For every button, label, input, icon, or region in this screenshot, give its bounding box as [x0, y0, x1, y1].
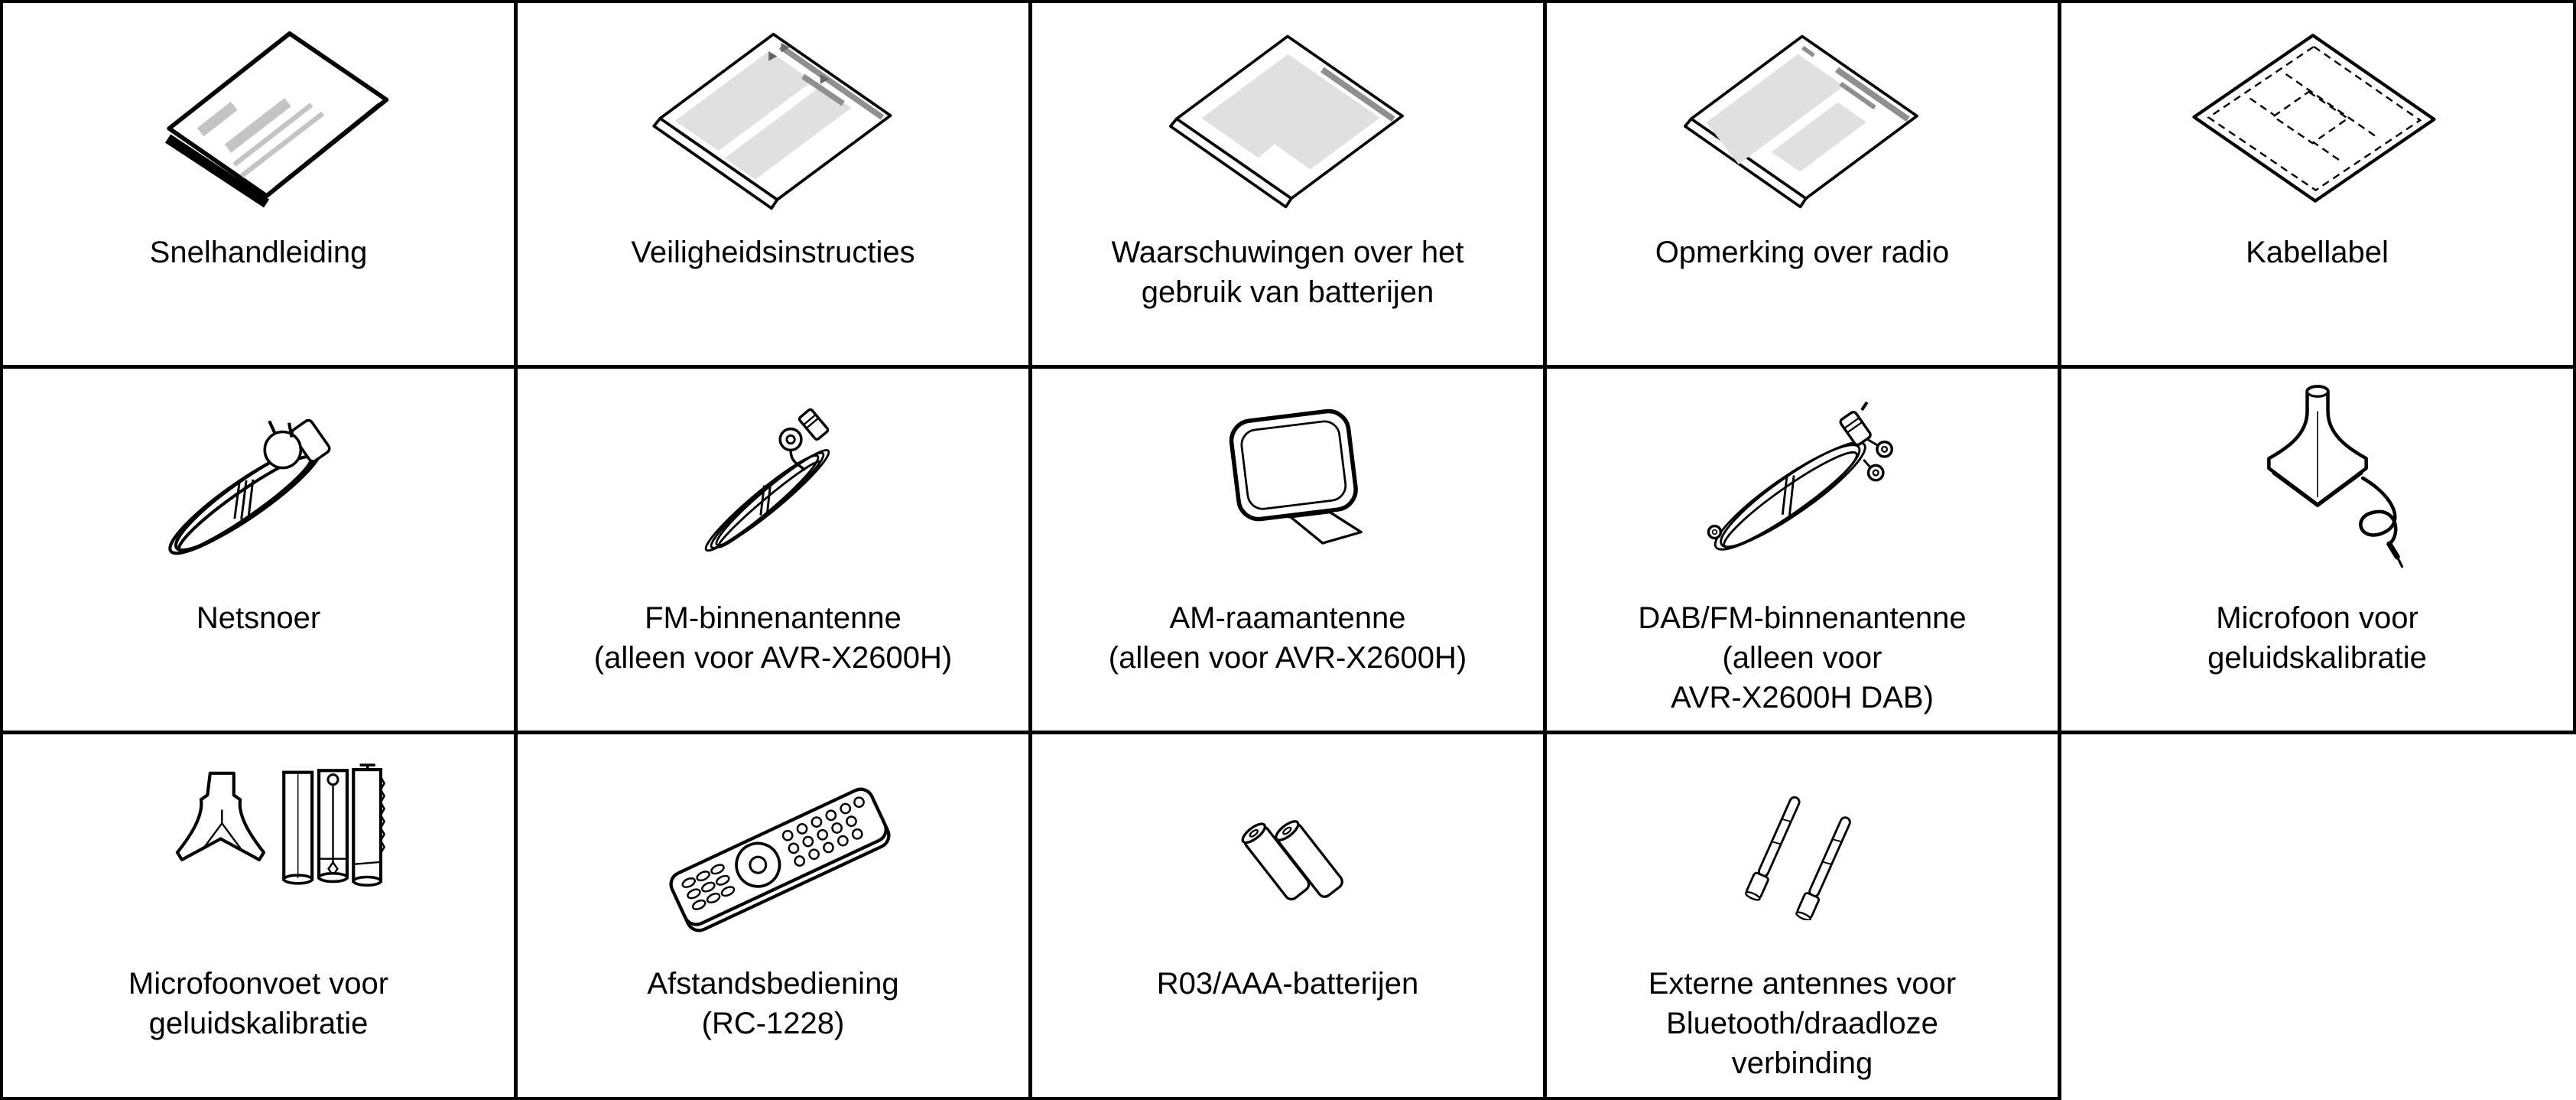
safety-instructions-leaflet-illustration	[630, 8, 917, 231]
item-label: Afstandsbediening (RC-1228)	[647, 967, 899, 1040]
item-label: Microfoon voor geluidskalibratie	[2207, 601, 2427, 675]
calibration-microphone-illustration	[2204, 373, 2431, 597]
cell-sound-calibration-microphone: Microfoon voor geluidskalibratie	[2061, 369, 2576, 734]
cell-safety-instructions: Veiligheidsinstructies	[518, 3, 1032, 369]
cell-radio-notice: Opmerking over radio	[1547, 3, 2061, 369]
cell-dab-fm-indoor-antenna: DAB/FM-binnenantenne (alleen voor AVR-X2…	[1547, 369, 2061, 734]
power-cord-illustration	[132, 373, 385, 597]
dab-fm-indoor-antenna-illustration	[1681, 373, 1925, 597]
cell-microphone-stand: Microfoonvoet voor geluidskalibratie	[3, 734, 518, 1100]
item-label: R03/AAA-batterijen	[1156, 967, 1419, 1001]
aaa-batteries-illustration	[1195, 739, 1380, 962]
item-label: Waarschuwingen over het gebruik van batt…	[1111, 236, 1464, 309]
remote-control-illustration	[628, 739, 918, 962]
cell-am-loop-antenna: AM-raamantenne (alleen voor AVR-X2600H)	[1032, 369, 1547, 734]
item-label: Kabellabel	[2246, 236, 2389, 269]
cell-quick-start-guide: Snelhandleiding	[3, 3, 518, 369]
item-label: DAB/FM-binnenantenne (alleen voor AVR-X2…	[1638, 601, 1967, 714]
microphone-stand-illustration	[122, 739, 395, 962]
am-loop-antenna-illustration	[1178, 373, 1397, 597]
cell-fm-indoor-antenna: FM-binnenantenne (alleen voor AVR-X2600H…	[518, 369, 1032, 734]
quick-start-guide-illustration	[112, 8, 405, 231]
item-label: Snelhandleiding	[149, 236, 368, 269]
item-label: Microfoonvoet voor geluidskalibratie	[128, 967, 389, 1040]
item-label: FM-binnenantenne (alleen voor AVR-X2600H…	[593, 601, 953, 675]
item-label: Opmerking over radio	[1655, 236, 1950, 269]
fm-indoor-antenna-illustration	[658, 373, 888, 597]
cell-battery-warnings: Waarschuwingen over het gebruik van batt…	[1032, 3, 1547, 369]
item-label: Netsnoer	[196, 601, 321, 635]
item-label: Veiligheidsinstructies	[631, 236, 915, 269]
item-label: Externe antennes voor Bluetooth/draadloz…	[1648, 967, 1957, 1080]
cell-batteries: R03/AAA-batterijen	[1032, 734, 1547, 1100]
cable-label-sheet-illustration	[2173, 8, 2462, 231]
radio-notice-sheet-illustration	[1662, 8, 1943, 231]
cell-power-cord: Netsnoer	[3, 369, 518, 734]
item-label: AM-raamantenne (alleen voor AVR-X2600H)	[1108, 601, 1467, 675]
cell-empty	[2061, 734, 2576, 1100]
cell-remote-control: Afstandsbediening (RC-1228)	[518, 734, 1032, 1100]
cell-external-antennas: Externe antennes voor Bluetooth/draadloz…	[1547, 734, 2061, 1100]
external-antennas-illustration	[1701, 739, 1904, 962]
battery-warning-sheet-illustration	[1147, 8, 1428, 231]
cell-cable-label: Kabellabel	[2061, 3, 2576, 369]
